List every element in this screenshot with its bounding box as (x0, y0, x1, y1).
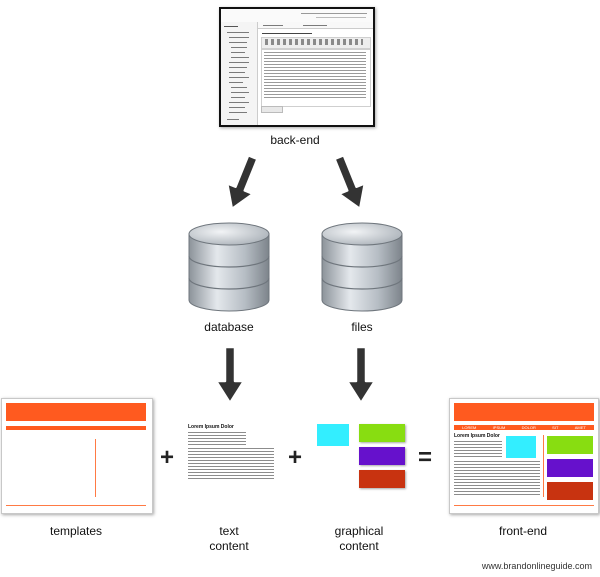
label-database: database (204, 320, 254, 334)
backend-screenshot (219, 7, 375, 127)
label-text-content: text content (179, 524, 279, 554)
label-graphical-content-line2: content (339, 539, 379, 553)
label-graphical-content: graphical content (309, 524, 409, 554)
frontend-red-block (547, 482, 593, 500)
graphic-purple-block (359, 447, 405, 465)
frontend-header-block (454, 403, 594, 421)
label-text-content-line2: content (209, 539, 249, 553)
frontend-footer-line (454, 505, 594, 506)
frontend-cyan-block (506, 436, 536, 458)
label-templates: templates (49, 524, 103, 538)
frontend-text-heading: Lorem Ipsum Dolor (454, 433, 500, 439)
text-content-sample: Lorem Ipsum Dolor (188, 424, 278, 486)
frontend-nav-item: AMET (574, 425, 586, 430)
frontend-nav-item: LOREM (462, 425, 477, 430)
files-icon (321, 222, 403, 312)
text-sample-heading: Lorem Ipsum Dolor (188, 424, 234, 430)
arrow-to-graphical-content (345, 345, 377, 405)
database-icon (188, 222, 270, 312)
arrow-to-files (333, 153, 367, 211)
label-backend: back-end (270, 133, 320, 147)
label-graphical-content-line1: graphical (334, 524, 384, 538)
plus-operator-1: + (160, 444, 175, 471)
frontend-nav-item: IPSUM (492, 425, 506, 430)
frontend-nav-item: SIT (552, 425, 559, 430)
template-header-block (6, 403, 146, 421)
frontend-thumbnail: LOREM IPSUM DOLOR SIT AMET Lorem Ipsum D… (449, 398, 599, 514)
label-frontend: front-end (498, 524, 548, 538)
backend-save-button (261, 106, 283, 113)
graphic-green-block (359, 424, 405, 442)
label-files: files (351, 320, 373, 334)
backend-topbar (221, 9, 373, 23)
template-column-divider (95, 439, 96, 497)
footer-url[interactable]: www.brandonlineguide.com (481, 561, 592, 571)
equals-operator: = (418, 444, 433, 471)
arrow-to-text-content (214, 345, 246, 405)
frontend-column-divider (543, 435, 544, 497)
graphic-cyan-block (317, 424, 349, 446)
templates-thumbnail (1, 398, 153, 514)
frontend-green-block (547, 436, 593, 454)
frontend-nav-bar: LOREM IPSUM DOLOR SIT AMET (454, 425, 594, 430)
frontend-purple-block (547, 459, 593, 477)
graphic-red-block (359, 470, 405, 488)
frontend-nav-item: DOLOR (521, 425, 536, 430)
template-footer-line (6, 505, 146, 506)
arrow-to-database (225, 153, 259, 211)
label-text-content-line1: text (219, 524, 239, 538)
template-nav-bar (6, 426, 146, 430)
plus-operator-2: + (288, 444, 303, 471)
